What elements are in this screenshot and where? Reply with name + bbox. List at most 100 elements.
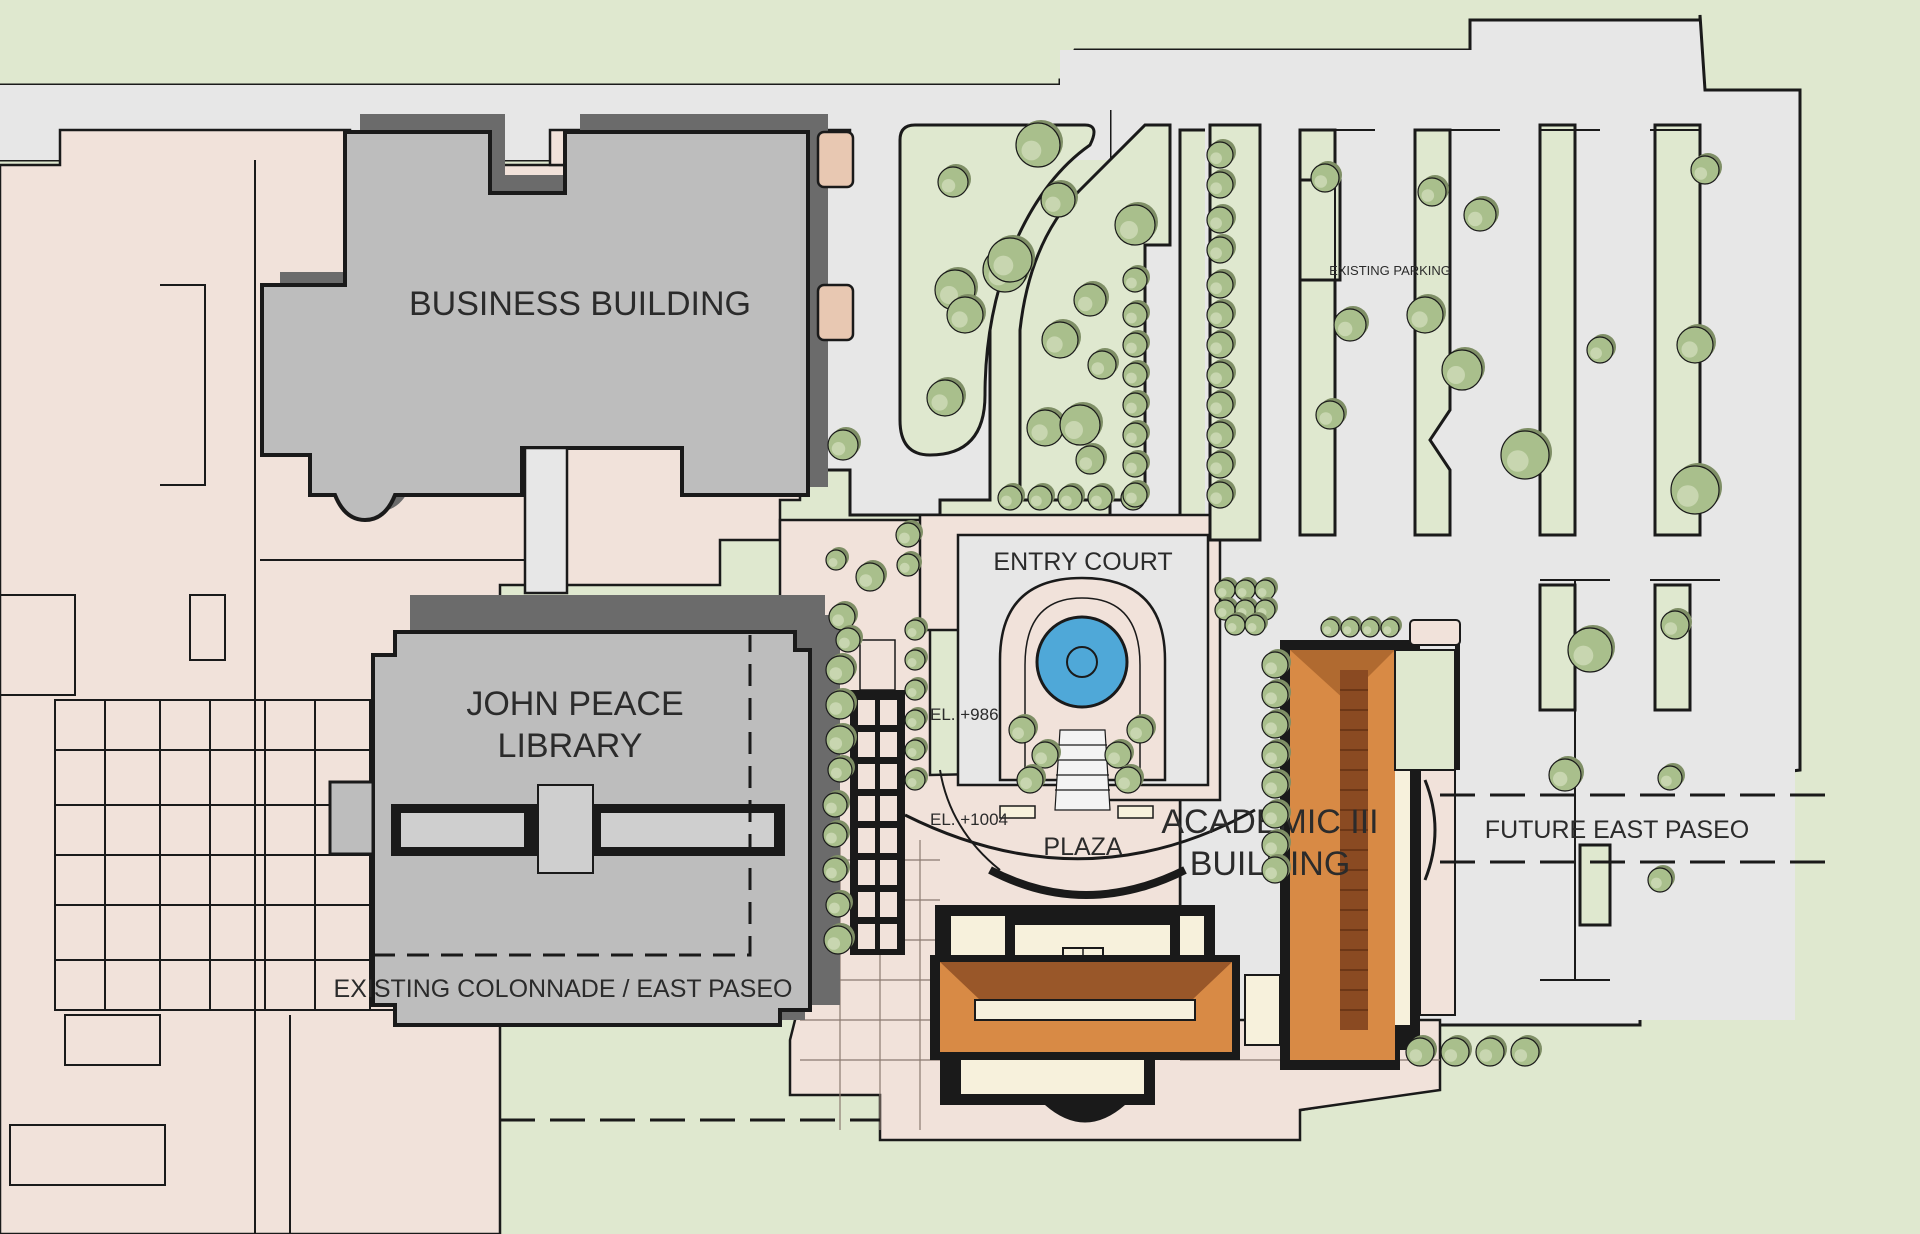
tree [1206, 139, 1236, 169]
tree [1676, 324, 1716, 364]
tree [904, 767, 928, 791]
tree [1261, 854, 1291, 884]
tree [1548, 756, 1584, 792]
tree [1510, 1035, 1542, 1067]
tree [946, 294, 986, 334]
tree [1440, 1035, 1472, 1067]
tree [1027, 483, 1055, 511]
label-future-east-paseo: FUTURE EAST PASEO [1485, 816, 1749, 844]
business-annex [816, 130, 855, 342]
tree [1567, 625, 1615, 673]
tree [1261, 649, 1291, 679]
tree [1122, 450, 1150, 478]
tree [1657, 763, 1685, 791]
label-business-building: BUSINESS BUILDING [409, 285, 751, 323]
tree [1015, 120, 1063, 168]
tree [1310, 161, 1342, 193]
tree [1406, 294, 1446, 334]
tree [1057, 483, 1085, 511]
tree [1206, 389, 1236, 419]
tree [1380, 616, 1402, 638]
tree [1261, 679, 1291, 709]
tree [1417, 175, 1449, 207]
academic-east-wing [1280, 619, 1461, 1070]
tree [827, 755, 855, 783]
tree [1206, 299, 1236, 329]
tree [896, 551, 922, 577]
tree [1690, 153, 1722, 185]
tree [1122, 480, 1150, 508]
tree [1261, 709, 1291, 739]
tree [1206, 419, 1236, 449]
west-plaza-grid [0, 160, 530, 1234]
tree [1586, 334, 1616, 364]
tree [1224, 612, 1248, 636]
tree [937, 164, 971, 198]
north-walk [523, 446, 569, 595]
tree [904, 737, 928, 761]
tree [1114, 202, 1158, 246]
tree [1463, 196, 1499, 232]
tree [904, 707, 928, 731]
tree [1206, 449, 1236, 479]
tree [825, 547, 849, 571]
tree [825, 653, 857, 685]
tree [1670, 463, 1722, 515]
tree [825, 688, 857, 720]
tree [1206, 204, 1236, 234]
tree [1122, 330, 1150, 358]
tree [1254, 577, 1278, 601]
tree [1647, 865, 1675, 893]
tree [1031, 739, 1061, 769]
tree [1122, 300, 1150, 328]
tree [1244, 612, 1268, 636]
entry-stairs [1054, 729, 1111, 811]
tree [1261, 769, 1291, 799]
trees [822, 120, 1722, 1067]
label-library-line1: JOHN PEACE [466, 685, 683, 723]
tree [1261, 829, 1291, 859]
tree [1405, 1035, 1437, 1067]
tree [1206, 329, 1236, 359]
tree [1114, 764, 1144, 794]
tree [1214, 577, 1238, 601]
label-existing-colonnade: EXISTING COLONNADE / EAST PASEO [334, 975, 793, 1003]
tree [1041, 319, 1081, 359]
tree [1087, 348, 1119, 380]
label-elevation-1004: EL. +1004 [930, 810, 1008, 829]
tree [1122, 360, 1150, 388]
john-peace-library: JOHN PEACE LIBRARY EXISTING COLONNADE / … [328, 595, 840, 1027]
tree [1320, 616, 1342, 638]
tree [1075, 443, 1107, 475]
north-road-strip [1060, 50, 1700, 110]
entry-court [956, 533, 1210, 811]
tree [1206, 359, 1236, 389]
tree [904, 677, 928, 701]
label-entry-court: ENTRY COURT [993, 548, 1172, 576]
tree [926, 377, 966, 417]
tree [828, 601, 858, 631]
library-skylight [391, 784, 785, 874]
tree [997, 483, 1025, 511]
label-existing-parking: EXISTING PARKING [1329, 263, 1451, 278]
tree [1261, 799, 1291, 829]
tree [1122, 390, 1150, 418]
tree [1340, 616, 1362, 638]
tree [1500, 428, 1552, 480]
tree [822, 820, 850, 848]
tree [855, 560, 887, 592]
academic-south-wing [930, 905, 1281, 1123]
tree [1059, 402, 1103, 446]
tree [1008, 714, 1038, 744]
tree [1126, 714, 1156, 744]
tree [1026, 407, 1066, 447]
tree [1104, 739, 1134, 769]
tree [1214, 597, 1238, 621]
tree [1073, 281, 1109, 317]
business-building: BUSINESS BUILDING [260, 114, 828, 523]
tree [1660, 608, 1692, 640]
tree [895, 520, 923, 548]
label-library-line2: LIBRARY [498, 727, 643, 765]
plaza-arc [904, 769, 1256, 899]
